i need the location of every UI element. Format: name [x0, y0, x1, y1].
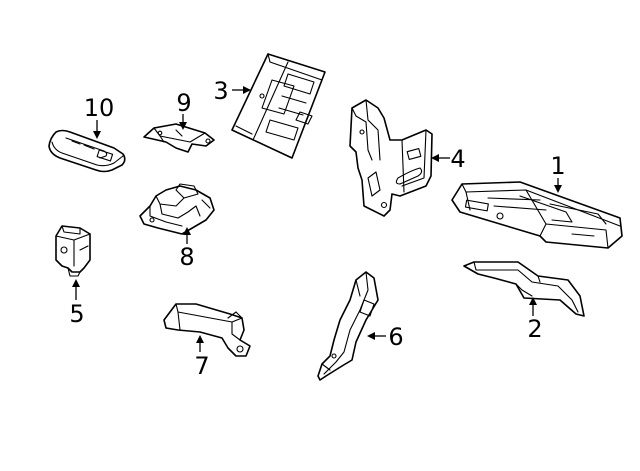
part-2-bracket-plate	[463, 261, 585, 317]
part-8-switch	[139, 183, 215, 235]
part-7-antenna	[163, 303, 251, 357]
part-3-control-module	[231, 53, 326, 159]
leader-lines	[72, 86, 562, 352]
callout-1: 1	[550, 152, 565, 180]
callout-7: 7	[194, 352, 209, 380]
callout-9: 9	[176, 89, 191, 117]
callout-3: 3	[213, 77, 228, 105]
callout-4: 4	[450, 145, 465, 173]
callout-10: 10	[84, 94, 115, 122]
callout-8: 8	[179, 243, 194, 271]
callout-5: 5	[69, 300, 84, 328]
part-9-sensor-bracket	[143, 123, 215, 153]
callout-2: 2	[527, 315, 542, 343]
part-4-bracket	[349, 99, 433, 217]
callout-6: 6	[388, 323, 403, 351]
part-1-electronic-module	[451, 181, 623, 249]
part-10-key-fob	[48, 129, 126, 173]
part-6-bracket-strip	[317, 271, 379, 381]
part-5-sensor	[55, 225, 91, 277]
callout-numbers: 10 9 3 4 1 8 5 2 6 7	[69, 77, 565, 380]
